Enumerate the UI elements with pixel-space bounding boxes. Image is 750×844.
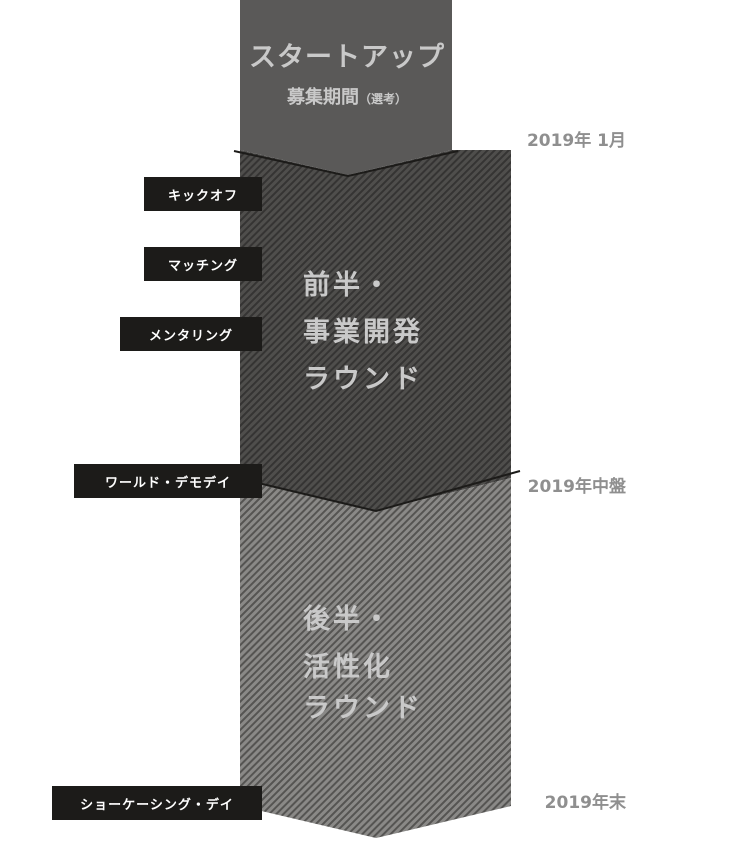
second-half-stage-block <box>240 478 511 838</box>
date-label-end: 2019年末 <box>545 792 627 813</box>
second-half-line-2: 活性化 <box>303 652 393 683</box>
date-label-mid: 2019年中盤 <box>528 476 627 497</box>
first-half-line-1: 前半・ <box>303 269 393 301</box>
milestone-tag-kickoff: キックオフ <box>144 177 262 211</box>
second-half-line-3: ラウンド <box>303 693 423 724</box>
startup-subtitle: 募集期間（選考） <box>286 86 407 108</box>
first-half-line-2: 事業開発 <box>303 317 423 348</box>
startup-subtitle-main: 募集期間 <box>286 86 359 108</box>
first-half-line-3: ラウンド <box>303 364 423 395</box>
second-half-line-1: 後半・ <box>303 604 393 635</box>
date-label-start: 2019年 1月 <box>527 130 626 151</box>
startup-stage-block <box>240 0 452 175</box>
milestone-tag-showcasing-day: ショーケーシング・デイ <box>52 786 262 820</box>
milestone-tag-mentoring: メンタリング <box>120 317 262 351</box>
divider-line-mid <box>257 470 521 513</box>
milestone-tag-world-demo-day: ワールド・デモデイ <box>74 464 262 498</box>
milestone-tag-matching: マッチング <box>144 247 262 281</box>
startup-title: スタートアップ <box>249 42 445 73</box>
divider-line-start <box>233 150 459 178</box>
first-half-stage-block <box>240 150 511 511</box>
startup-subtitle-note: （選考） <box>359 91 407 106</box>
